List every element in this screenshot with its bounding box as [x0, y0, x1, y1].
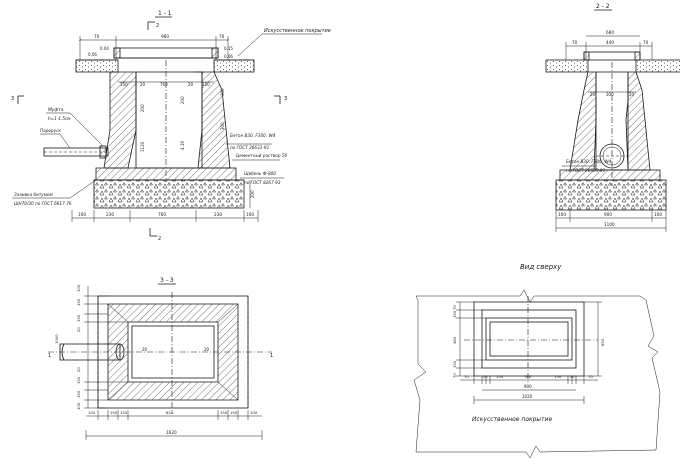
dim-plan-h-2: 150 — [496, 374, 504, 379]
dim-plan-v-3: 150 — [452, 360, 457, 368]
note-sleeve: Муфта — [48, 107, 64, 113]
dim-s22-70a: 70 — [572, 40, 578, 45]
dim-s22-680: 680 — [606, 30, 614, 35]
dim-s11-top-70b: 70 — [219, 34, 225, 39]
dim-plan-h-4: 150 — [554, 374, 562, 379]
section-3-3: 3 - 3 20 20 1 1 100 150 150 20 — [48, 277, 273, 440]
note-concrete-r1: Бетон В30, F300, W4 — [566, 159, 612, 164]
dim-s11-b-230a: 230 — [106, 212, 114, 217]
dim-plan-h-1: 20 — [483, 375, 488, 379]
dim-s11-b-230b: 230 — [214, 212, 222, 217]
note-concrete-2: по ГОСТ 26633-91 — [230, 145, 270, 150]
dim-s33-inner-20b: 20 — [204, 347, 210, 352]
dim-s33-v-5: 20 — [76, 367, 81, 372]
dim-s22-in-20a: 20 — [590, 92, 596, 97]
cut-mark-1-left: 1 — [48, 353, 51, 359]
dim-s22-b-900: 900 — [604, 212, 612, 217]
dim-s33-v-3: 20 — [76, 327, 81, 332]
dim-s11-015: 0.15 — [224, 46, 233, 51]
section-3-3-title: 3 - 3 — [160, 277, 174, 284]
cut-mark-2-bottom: 2 — [158, 236, 161, 242]
dim-s22-in-20b: 20 — [629, 92, 635, 97]
dim-s22-440: 440 — [606, 40, 614, 45]
dim-plan-v-1: 150 — [452, 310, 457, 318]
dim-s11-base-200: 200 — [250, 190, 255, 198]
dim-s33-h-1: 150 — [110, 410, 118, 415]
note-pipe: Пароруск — [40, 128, 61, 133]
dim-s33-total: 1620 — [166, 430, 177, 435]
dim-plan-900: 900 — [524, 384, 532, 389]
section-2-2-title: 2 - 2 — [596, 3, 610, 10]
dim-s11-004: 0.04 — [100, 46, 109, 51]
top-view: Вид сверху 70 150 360 150 70 650 — [413, 263, 661, 459]
dim-s33-h-4: 150 — [220, 410, 228, 415]
dim-plan-v-4: 70 — [452, 373, 457, 378]
dim-s11-v-200a: 200 — [140, 104, 145, 112]
dim-plan-v-0: 70 — [452, 305, 457, 310]
dim-s33-h-2: 150 — [120, 410, 128, 415]
dim-s33-inner-20a: 20 — [142, 347, 148, 352]
section-2-2: 2 - 2 680 70 440 70 20 300 20 — [545, 3, 680, 232]
note-art-surface-plan: Искусственное покрытие — [472, 416, 553, 423]
note-bitumen-2: ШН70/30 по ГОСТ 6617-76 — [14, 201, 72, 206]
dim-plan-1020: 1020 — [522, 394, 533, 399]
dim-s33-v-6: 150 — [76, 376, 81, 384]
note-art-surface: Искусственное покрытие — [264, 28, 331, 34]
note-mortar: Цементный раствор 56 — [236, 153, 287, 158]
dim-plan-h-6: 70 — [588, 374, 593, 379]
dim-s11-006b: 0.06 — [224, 54, 233, 59]
note-concrete-r2: по ГОСТ 26633-91 — [566, 168, 606, 173]
dim-s11-b-100a: 100 — [78, 212, 86, 217]
dim-s11-in-150b: 150 — [202, 82, 210, 87]
section-1-1-title: 1 - 1 — [158, 10, 172, 17]
note-sleeve-len: h=1-1.5см — [48, 116, 70, 121]
dim-s22-b-1100: 1100 — [604, 222, 615, 227]
cut-mark-2-top: 2 — [156, 23, 159, 29]
dim-s33-v-2: 150 — [76, 314, 81, 322]
dim-s22-b-100a: 100 — [558, 212, 566, 217]
dim-s33-h-3: 820 — [166, 410, 174, 415]
dim-s33-v-7: 150 — [76, 390, 81, 398]
dim-plan-650: 650 — [600, 338, 605, 346]
dim-s22-b-100b: 100 — [654, 212, 662, 217]
dim-plan-h-5: 20 — [570, 375, 575, 379]
dim-plan-h-3: 760 — [524, 374, 532, 379]
dim-s11-b-100b: 100 — [246, 212, 254, 217]
dim-s11-v-300a: 300 — [220, 88, 225, 96]
section-1-1: 1 - 1 2 70 980 70 0.06 0.04 0.15 0.06 Ис… — [11, 10, 331, 242]
note-gravel-2: по ГОСТ 8267-93 — [244, 180, 281, 185]
dim-s11-top-70a: 70 — [94, 34, 100, 39]
dim-s11-v-419: 4.19 — [180, 141, 185, 150]
dim-s11-top-980: 980 — [161, 34, 169, 39]
dim-s33-h-5: 150 — [230, 410, 238, 415]
dim-s11-v-300b: 300 — [220, 122, 225, 130]
dim-s33-v-1: 150 — [76, 298, 81, 306]
dim-s22-70b: 70 — [643, 40, 649, 45]
note-bitumen-1: Заливка битумом — [14, 192, 53, 197]
dim-s33-v-8: 100 — [76, 402, 81, 410]
note-gravel-1: Щебень Ф-800 — [244, 171, 276, 176]
dim-s11-in-150a: 150 — [120, 82, 128, 87]
dim-s11-in-760: 760 — [160, 82, 168, 87]
cut-mark-3-right: 3 — [284, 96, 287, 102]
dim-s33-h-6: 100 — [250, 410, 258, 415]
note-concrete-1: Бетон В30, F300, W4 — [230, 133, 276, 138]
dim-s11-in-20a: 20 — [140, 82, 146, 87]
dim-s33-v-0: 100 — [76, 284, 81, 292]
dim-s33-v-4: 1000 — [54, 334, 59, 344]
dim-s11-v-1120: 1120 — [140, 141, 145, 152]
dim-s11-v-200b: 200 — [180, 96, 185, 104]
dim-s33-h-0: 100 — [88, 410, 96, 415]
dim-s11-b-760: 760 — [158, 212, 166, 217]
top-view-title: Вид сверху — [520, 263, 562, 271]
dim-plan-v-2: 360 — [452, 336, 457, 344]
dim-s11-006: 0.06 — [88, 52, 97, 57]
dim-s22-in-300: 300 — [606, 92, 614, 97]
cut-mark-1-right: 1 — [270, 353, 273, 359]
dim-plan-h-0: 70 — [464, 374, 469, 379]
cut-mark-3-left: 3 — [11, 96, 14, 102]
dim-s11-in-20b: 20 — [188, 82, 194, 87]
